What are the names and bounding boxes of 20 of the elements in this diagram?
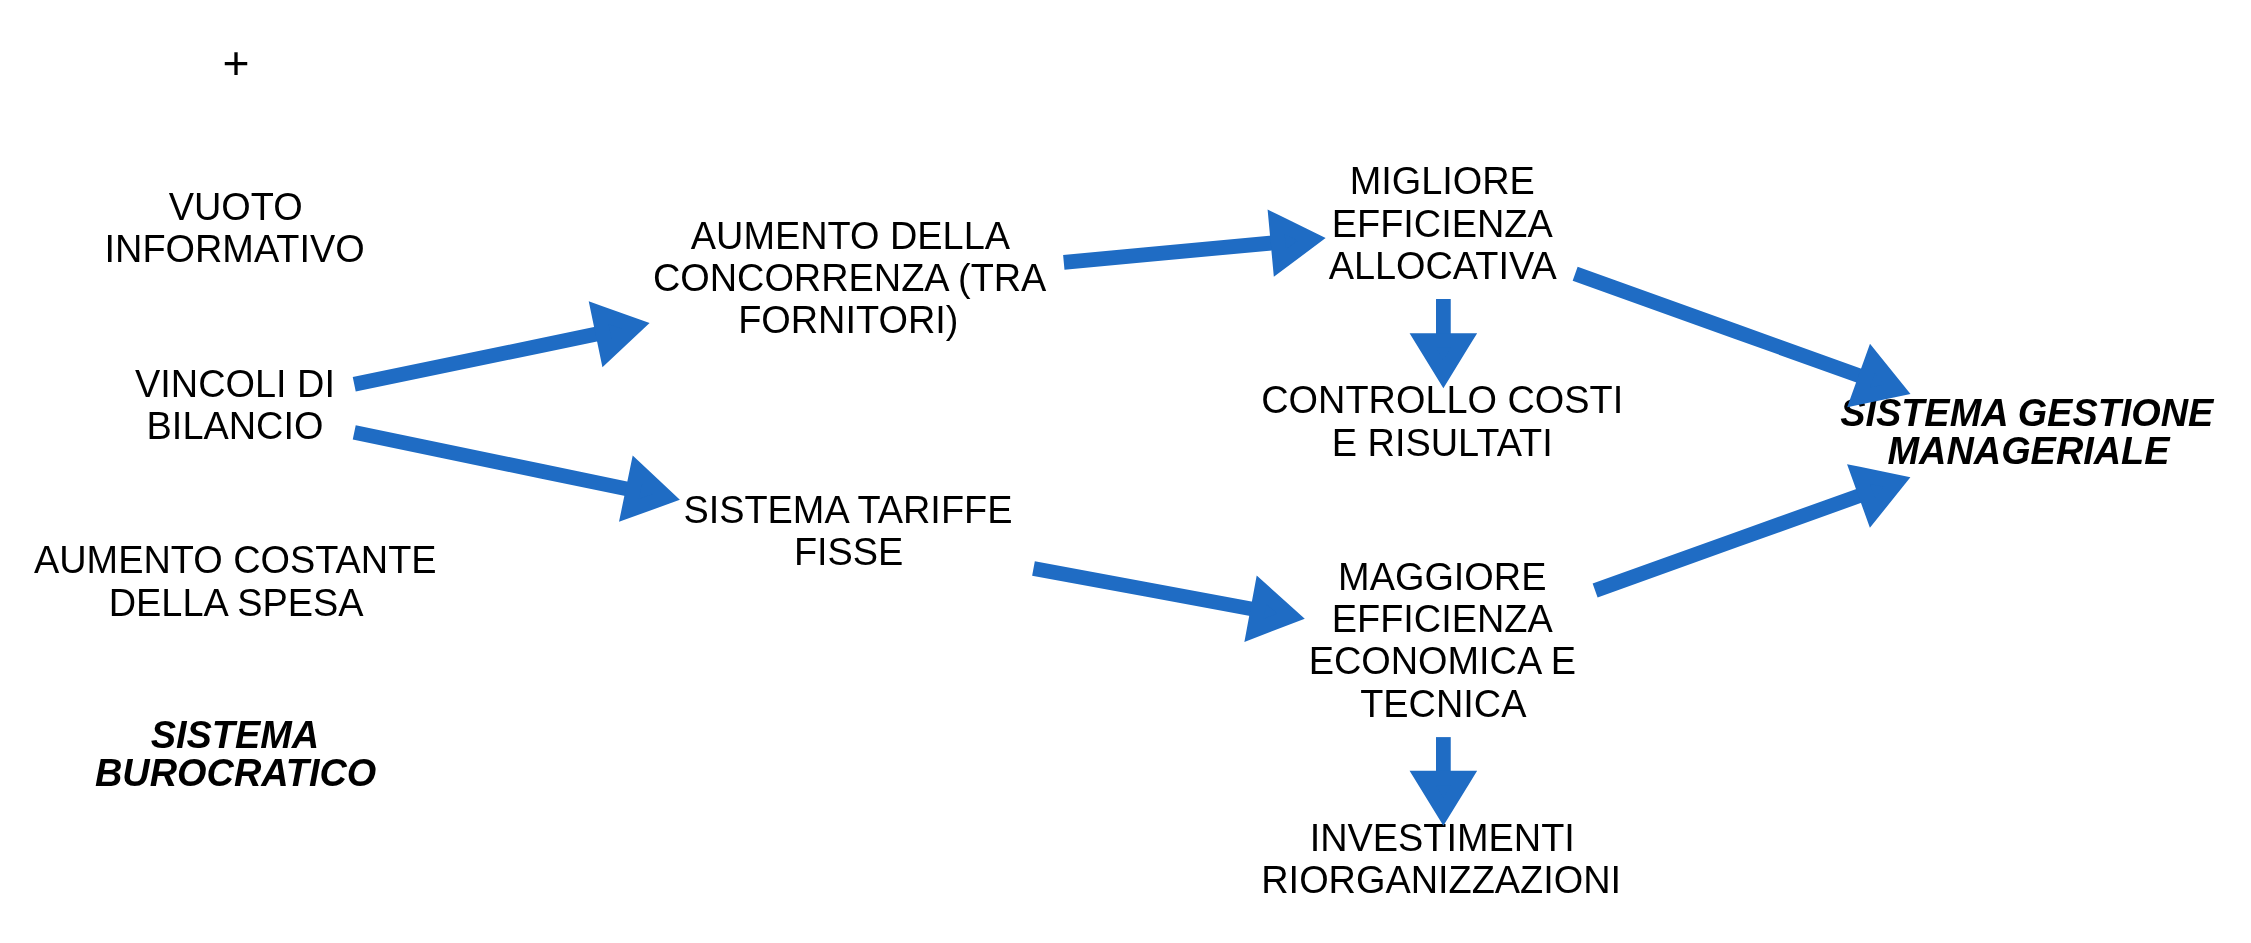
node-text: CONTROLLO COSTI E RISULTATI [1261, 379, 1624, 464]
arrow [352, 425, 680, 522]
node-text: SISTEMA GESTIONE MANAGERIALE [1840, 392, 2214, 472]
node-text: SISTEMA TARIFFE FISSE [683, 488, 1013, 573]
arrow [1032, 561, 1305, 642]
node-text: MIGLIORE EFFICIENZA ALLOCATIVA [1328, 160, 1557, 287]
label: + [222, 37, 250, 90]
node-text: AUMENTO COSTANTE DELLA SPESA [33, 539, 437, 624]
arrow [1572, 266, 1911, 408]
node-text: AUMENTO DELLA CONCORRENZA (TRA FORNITORI) [652, 215, 1047, 342]
node-text: VUOTO INFORMATIVO [104, 185, 365, 270]
node-text: MAGGIORE EFFICIENZA ECONOMICA E TECNICA [1308, 556, 1576, 725]
arrow [1063, 209, 1326, 277]
arrow [1409, 299, 1478, 389]
node-text: SISTEMA BUROCRATICO [95, 714, 377, 795]
arrow [1592, 464, 1911, 598]
arrow [352, 301, 650, 392]
arrow [1409, 737, 1478, 826]
node-text: INVESTIMENTI RIORGANIZZAZIONI [1261, 817, 1622, 902]
node-text: VINCOLI DI BILANCIO [135, 362, 335, 447]
